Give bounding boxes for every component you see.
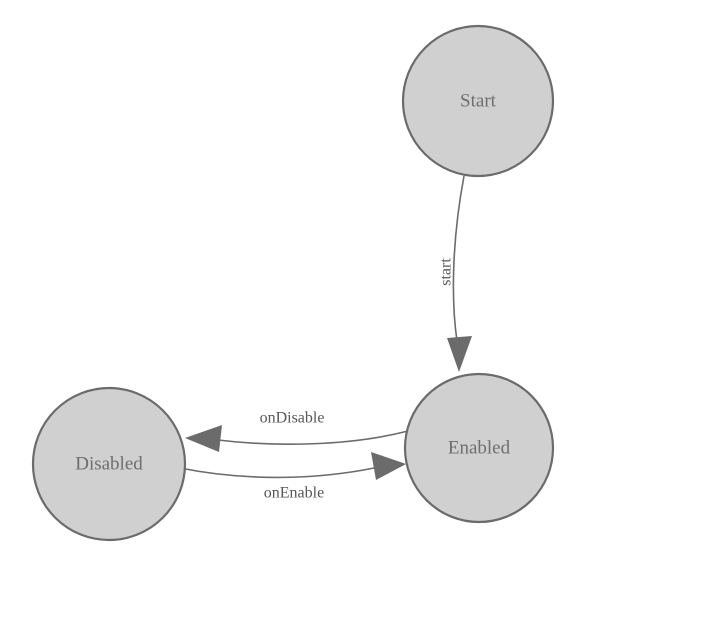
edge-disabled-to-enabled[interactable]: onEnable: [179, 452, 406, 502]
edge-enabled-to-disabled-path: [217, 430, 409, 445]
state-node-start-circle: [401, 24, 555, 178]
edge-disabled-to-enabled-arrowhead: [371, 452, 406, 480]
state-node-start[interactable]: Start: [401, 24, 555, 178]
edge-disabled-to-enabled-path: [179, 467, 375, 479]
edge-label-on-disable: onDisable: [260, 410, 325, 427]
edge-label-start: start: [438, 258, 455, 286]
state-node-enabled-label: Enabled: [448, 437, 511, 458]
edge-enabled-to-disabled[interactable]: onDisable: [185, 410, 409, 452]
state-node-disabled-circle: [31, 386, 187, 542]
edge-start-to-enabled-path: [452, 175, 465, 342]
edge-start-to-enabled-arrowhead: [447, 336, 472, 372]
state-node-disabled[interactable]: Disabled: [31, 386, 187, 542]
edge-label-on-enable: onEnable: [264, 485, 324, 502]
edge-start-to-enabled[interactable]: start: [438, 175, 472, 372]
state-node-start-label: Start: [460, 90, 497, 111]
edge-enabled-to-disabled-arrowhead: [185, 425, 222, 452]
state-node-enabled[interactable]: Enabled: [403, 372, 555, 524]
state-node-enabled-circle: [403, 372, 555, 524]
state-node-disabled-label: Disabled: [75, 453, 143, 474]
